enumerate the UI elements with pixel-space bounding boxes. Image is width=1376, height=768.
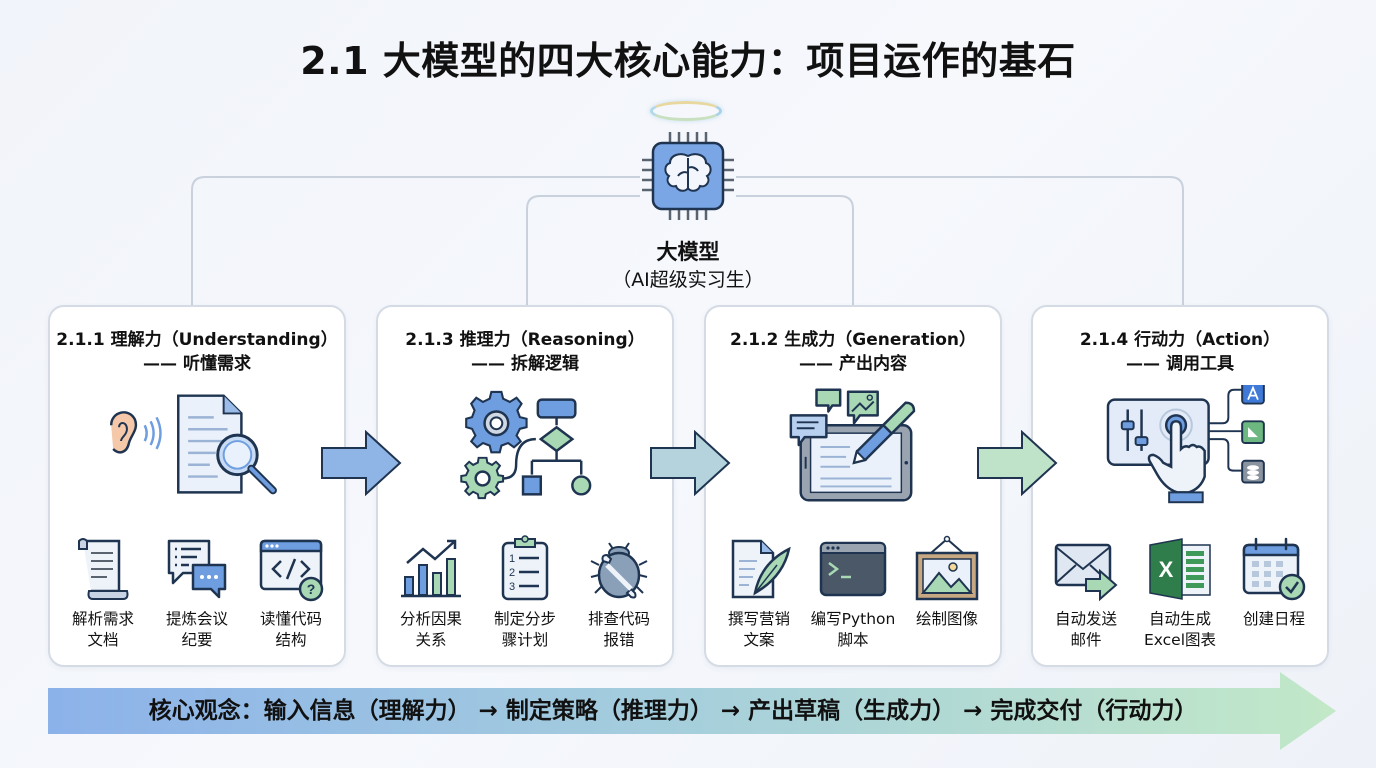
connector-inner [526,195,854,305]
connector-outer [191,176,1184,305]
card-understanding: 2.1.1 理解力（Understanding） —— 听懂需求 解析需求文档 [48,305,346,667]
item-label: 排查代码报错 [587,610,650,649]
card-subtitle: —— 拆解逻辑 [471,354,579,374]
item-read-code: ? 读懂代码结构 [245,535,337,651]
scroll-document-icon [78,538,129,600]
card-title: 2.1.3 推理力（Reasoning） [405,330,645,350]
svg-text:X: X [1159,557,1174,582]
bug-wrench-icon [590,542,648,599]
card-reasoning: 2.1.3 推理力（Reasoning） —— 拆解逻辑 [376,305,674,667]
item-label: 创建日程 [1242,610,1305,628]
card-subtitle: —— 听懂需求 [143,354,251,374]
calendar-check-icon [1242,537,1306,601]
svg-text:1: 1 [509,553,515,565]
item-label: 绘制图像 [915,610,978,628]
terminal-icon [819,541,887,597]
item-label: 读懂代码结构 [259,610,322,649]
card-title: 2.1.4 行动力（Action） [1079,330,1281,350]
item-parse-requirements: 解析需求文档 [57,535,149,651]
framed-picture-icon [915,535,979,601]
item-marketing-copy: 撰写营销文案 [713,535,805,651]
gears-flowchart-icon [460,390,592,500]
item-draw-image: 绘制图像 [901,535,993,651]
arrow-right-icon [650,430,731,496]
arrow-right-icon [321,430,402,496]
halo-icon [650,101,722,121]
item-send-email: 自动发送邮件 [1040,535,1132,651]
item-label: 制定分步骤计划 [493,610,556,649]
core-concept-banner [48,672,1336,750]
item-step-plan: 1 2 3 制定分步骤计划 [479,535,571,651]
item-debug-code: 排查代码报错 [573,535,665,651]
code-window-question-icon: ? [259,539,324,602]
core-concept-text: 核心观念：输入信息（理解力） → 制定策略（推理力） → 产出草稿（生成力） →… [148,698,1198,724]
excel-icon: X [1149,538,1211,600]
model-subtitle: （AI超级实习生） [612,269,764,291]
tablet-pen-bubbles-icon [789,388,916,502]
item-meeting-notes: 提炼会议纪要 [151,535,243,651]
page-title: 2.1 大模型的四大核心能力：项目运作的基石 [300,39,1076,83]
svg-text:?: ? [307,581,316,597]
send-mail-icon [1054,543,1118,602]
item-create-schedule: 创建日程 [1228,535,1320,651]
numbered-clipboard-icon: 1 2 3 [501,535,549,601]
item-label: 解析需求文档 [71,610,134,649]
svg-text:2: 2 [509,567,515,579]
item-label: 分析因果关系 [399,610,462,649]
arrow-right-icon [977,430,1058,496]
card-title: 2.1.1 理解力（Understanding） [56,330,338,350]
item-causal-analysis: 分析因果关系 [385,535,477,651]
brain-chip-icon [642,132,734,220]
document-quill-icon [731,539,791,599]
item-label: 自动发送邮件 [1054,610,1117,649]
chat-bubbles-icon [167,539,227,599]
card-subtitle: —— 产出内容 [799,354,907,374]
card-generation: 2.1.2 生成力（Generation） —— 产出内容 撰写营 [704,305,1002,667]
svg-text:3: 3 [509,581,515,593]
model-name: 大模型 [656,240,720,264]
item-label: 撰写营销文案 [727,610,790,649]
hand-control-panel-tools-icon [1106,385,1265,504]
item-label: 提炼会议纪要 [165,610,228,649]
ear-document-magnifier-icon [109,394,277,495]
card-action: 2.1.4 行动力（Action） —— 调用工具 自动发送邮件 [1031,305,1329,667]
card-title: 2.1.2 生成力（Generation） [729,330,977,350]
bar-chart-trend-icon [401,539,461,598]
card-subtitle: —— 调用工具 [1126,354,1234,374]
